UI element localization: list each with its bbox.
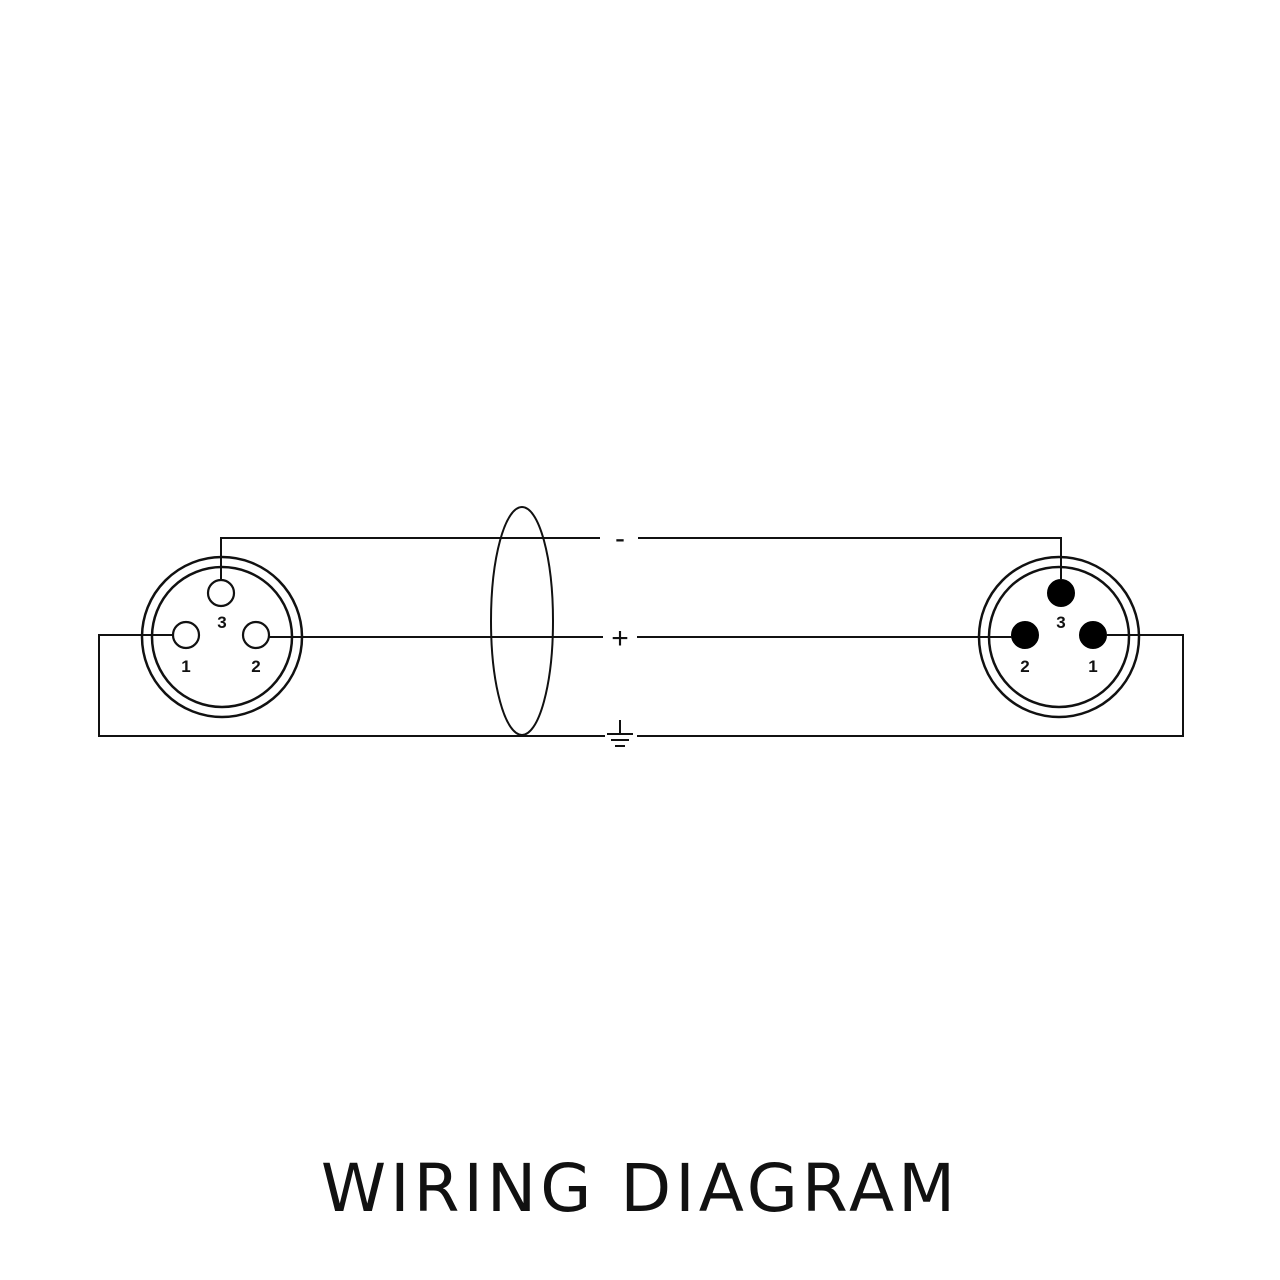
male-pin-1-label: 1 [1088, 657, 1097, 676]
female-pin-2 [241, 620, 271, 650]
male-pin-3-label: 3 [1056, 613, 1065, 632]
minus-sign: - [615, 522, 625, 555]
ground-symbol-icon [607, 720, 633, 747]
female-pin-3 [206, 578, 236, 608]
male-pin-2 [1011, 621, 1039, 649]
ground-wire [98, 634, 1184, 747]
female-pin-1-label: 1 [181, 657, 190, 676]
male-pin-1 [1079, 621, 1107, 649]
ground-wire-right [637, 634, 1184, 737]
female-pin-2-label: 2 [251, 657, 260, 676]
minus-wire: - [220, 522, 1062, 580]
cable-shield-ellipse [490, 506, 554, 736]
male-pin-2-label: 2 [1020, 657, 1029, 676]
ground-wire-left [98, 634, 605, 737]
plus-sign: + [611, 622, 629, 655]
minus-wire-left [220, 537, 600, 580]
diagram-title: WIRING DIAGRAM [320, 1150, 960, 1227]
male-pin-3 [1047, 579, 1075, 607]
plus-wire: + [269, 622, 1012, 655]
female-pin-1 [171, 620, 201, 650]
female-pin-3-label: 3 [217, 613, 226, 632]
minus-wire-right [638, 537, 1062, 580]
